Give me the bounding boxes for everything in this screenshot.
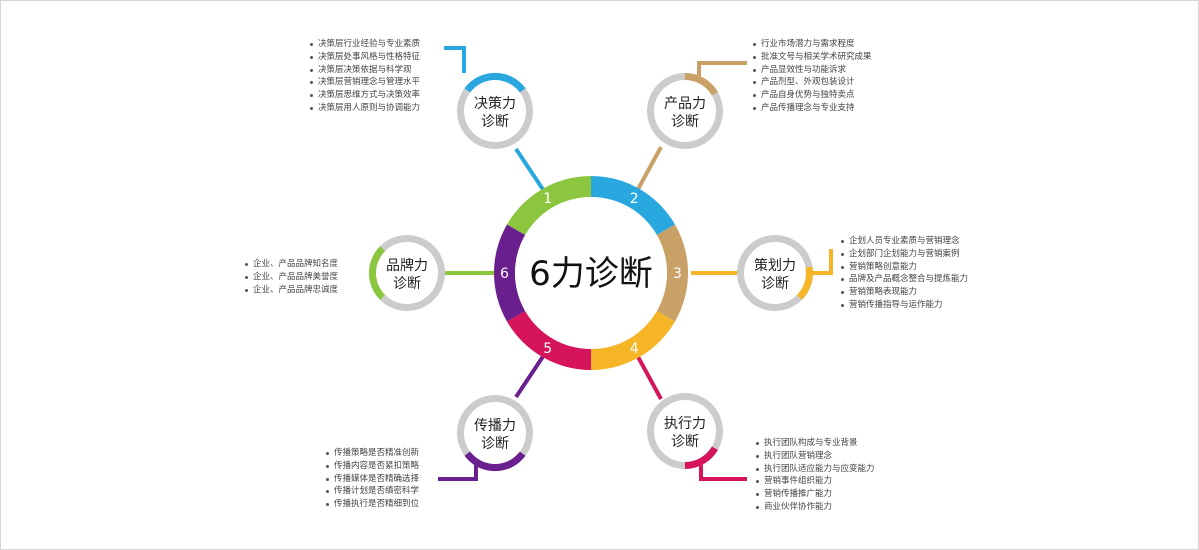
ring-segment-5 <box>506 311 591 370</box>
brand-item-list: 企业、产品品牌知名度企业、产品品牌美誉度企业、产品品牌忠诚度 <box>245 258 338 296</box>
product-item-list: 行业市场潜力与需求程度批准文号与相关学术研究成果产品显效性与功能诉求产品剂型、外… <box>753 38 872 115</box>
central-hub <box>515 197 667 349</box>
list-item: 执行团队适应能力与应变能力 <box>756 463 875 476</box>
connector-communication <box>438 461 478 481</box>
connector-planning-side <box>812 249 833 275</box>
center-title: 6力诊断 <box>529 254 653 294</box>
list-item: 决策层决策依据与科学观 <box>310 64 420 77</box>
execution-item-list: 执行团队构成与专业背景执行团队营销理念执行团队适应能力与应变能力营销事件组织能力… <box>756 437 875 514</box>
list-item: 传播内容是否紧扣策略 <box>326 460 419 473</box>
decision-item-list: 决策层行业经验与专业素质决策层处事风格与性格特征决策层决策依据与科学观决策层营销… <box>310 38 420 115</box>
list-item: 营销策略创意能力 <box>841 261 968 274</box>
node-planning-subtitle: 诊断 <box>761 276 789 292</box>
node-communication-subtitle: 诊断 <box>481 436 509 452</box>
list-item: 决策层处事风格与性格特征 <box>310 51 420 64</box>
list-item: 执行团队构成与专业背景 <box>756 437 875 450</box>
node-product-subtitle: 诊断 <box>671 114 699 130</box>
list-item: 商业伙伴协作能力 <box>756 501 875 514</box>
segment-number-4: 4 <box>630 341 639 357</box>
planning-item-list: 企划人员专业素质与营销理念企划部门企划能力与营销案例营销策略创意能力品牌及产品概… <box>841 235 968 312</box>
list-item: 企业、产品品牌忠诚度 <box>245 284 338 297</box>
node-communication-inner <box>464 402 526 464</box>
list-item: 传播执行是否精细到位 <box>326 498 419 511</box>
connector-decision <box>444 46 466 73</box>
segment-numbers: 1 2 3 4 5 6 <box>500 191 682 357</box>
ring-segment-6 <box>493 224 526 322</box>
node-product: 产品力 诊断 <box>647 73 723 149</box>
list-item: 决策层思维方式与决策效率 <box>310 89 420 102</box>
communication-item-list: 传播策略是否精准创新传播内容是否紧扣策略传播媒体是否精确选择传播计划是否缜密科学… <box>326 447 419 511</box>
list-item: 决策层用人原则与协调能力 <box>310 102 420 115</box>
list-item: 执行团队营销理念 <box>756 450 875 463</box>
segment-number-3: 3 <box>673 266 682 282</box>
node-planning: 策划力 诊断 <box>737 235 813 311</box>
node-planning-title: 策划力 <box>754 257 796 274</box>
list-item: 营销事件组织能力 <box>756 475 875 488</box>
ring-segment-4 <box>591 311 676 370</box>
node-execution-title: 执行力 <box>664 416 706 432</box>
connector-decision-spoke <box>514 147 546 193</box>
list-item: 企划部门企划能力与营销案例 <box>841 248 968 261</box>
list-item: 营销传播推广能力 <box>756 488 875 501</box>
node-brand: 品牌力 诊断 <box>368 235 445 311</box>
list-item: 传播计划是否缜密科学 <box>326 485 419 498</box>
connector-communication-spoke <box>514 353 546 399</box>
node-decision-subtitle: 诊断 <box>481 114 509 130</box>
connector-execution-spoke <box>635 354 663 400</box>
node-brand-subtitle: 诊断 <box>393 276 421 292</box>
node-execution-inner <box>654 400 716 462</box>
ring-segment-1 <box>506 176 591 235</box>
list-item: 决策层行业经验与专业素质 <box>310 38 420 51</box>
list-item: 品牌及产品概念整合与提炼能力 <box>841 273 968 286</box>
list-item: 决策层营销理念与管理水平 <box>310 76 420 89</box>
list-item: 产品自身优势与独特卖点 <box>753 89 872 102</box>
list-item: 传播策略是否精准创新 <box>326 447 419 460</box>
node-decision: 决策力 诊断 <box>457 72 533 149</box>
node-decision-title: 决策力 <box>474 95 516 112</box>
connector-product-spoke <box>635 146 663 192</box>
node-communication: 传播力 诊断 <box>457 395 533 472</box>
node-communication-title: 传播力 <box>474 418 516 434</box>
node-decision-inner <box>464 80 526 142</box>
list-item: 批准文号与相关学术研究成果 <box>753 51 872 64</box>
node-brand-inner <box>376 242 438 304</box>
list-item: 产品剂型、外观包装设计 <box>753 76 872 89</box>
list-item: 营销策略表现能力 <box>841 286 968 299</box>
node-execution-subtitle: 诊断 <box>671 434 699 450</box>
segment-number-5: 5 <box>543 341 552 357</box>
list-item: 企业、产品品牌知名度 <box>245 258 338 271</box>
node-planning-inner <box>744 242 806 304</box>
list-item: 产品显效性与功能诉求 <box>753 64 872 77</box>
list-item: 行业市场潜力与需求程度 <box>753 38 872 51</box>
list-item: 企划人员专业素质与营销理念 <box>841 235 968 248</box>
segment-number-1: 1 <box>543 191 552 207</box>
ring-segment-3 <box>656 224 688 322</box>
list-item: 产品传播理念与专业支持 <box>753 102 872 115</box>
list-item: 企业、产品品牌美誉度 <box>245 271 338 284</box>
node-execution: 执行力 诊断 <box>647 393 723 469</box>
segment-number-6: 6 <box>500 266 509 282</box>
central-ring <box>493 176 688 370</box>
list-item: 传播媒体是否精确选择 <box>326 473 419 486</box>
ring-segment-2 <box>591 176 676 235</box>
node-product-inner <box>654 80 716 142</box>
segment-number-2: 2 <box>630 191 639 207</box>
connector-execution <box>699 459 747 481</box>
list-item: 营销传播指导与运作能力 <box>841 299 968 312</box>
node-product-title: 产品力 <box>664 96 706 112</box>
node-brand-title: 品牌力 <box>386 257 428 274</box>
